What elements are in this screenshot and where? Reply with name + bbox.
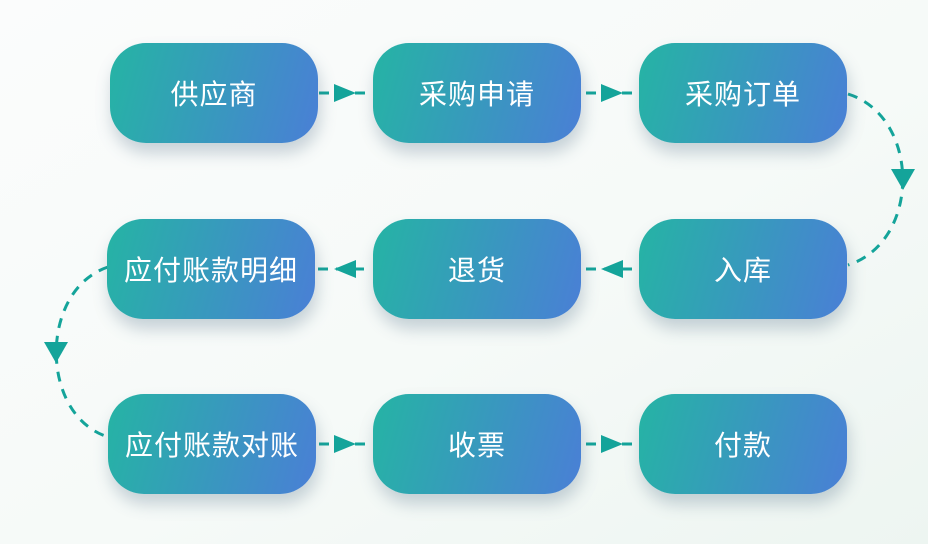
arrowhead-down-icon (44, 342, 68, 363)
node-label-ap-reconciliation: 应付账款对账 (124, 429, 299, 462)
flow-node-purchase-request: 采购申请 (373, 43, 581, 143)
arrowhead-left-icon (334, 260, 356, 278)
arrowhead-right-icon (334, 435, 356, 453)
flow-node-stock-in: 入库 (639, 219, 847, 319)
flow-node-invoice-receipt: 收票 (373, 394, 581, 494)
flow-node-ap-details: 应付账款明细 (107, 219, 315, 319)
arrowhead-right-icon (601, 435, 623, 453)
flow-node-supplier: 供应商 (110, 43, 318, 143)
node-label-ap-details: 应付账款明细 (123, 254, 298, 287)
arrowhead-right-icon (601, 84, 623, 102)
node-label-supplier: 供应商 (170, 78, 258, 111)
node-label-returns: 退货 (447, 254, 506, 287)
node-label-purchase-request: 采购申请 (418, 78, 535, 111)
arrowhead-left-icon (601, 260, 623, 278)
flow-node-purchase-order: 采购订单 (639, 43, 847, 143)
node-label-payment: 付款 (713, 429, 772, 462)
node-label-stock-in: 入库 (713, 254, 772, 287)
edge-ap-details-to-ap-reconciliation (54, 265, 109, 439)
node-label-invoice-receipt: 收票 (447, 429, 506, 462)
arrowhead-down-icon (891, 169, 915, 190)
flow-node-payment: 付款 (639, 394, 847, 494)
flow-node-returns: 退货 (373, 219, 581, 319)
arrowhead-right-icon (334, 84, 356, 102)
node-label-purchase-order: 采购订单 (684, 78, 801, 111)
flow-node-ap-reconciliation: 应付账款对账 (108, 394, 316, 494)
edge-purchase-order-to-stock-in (847, 92, 905, 267)
